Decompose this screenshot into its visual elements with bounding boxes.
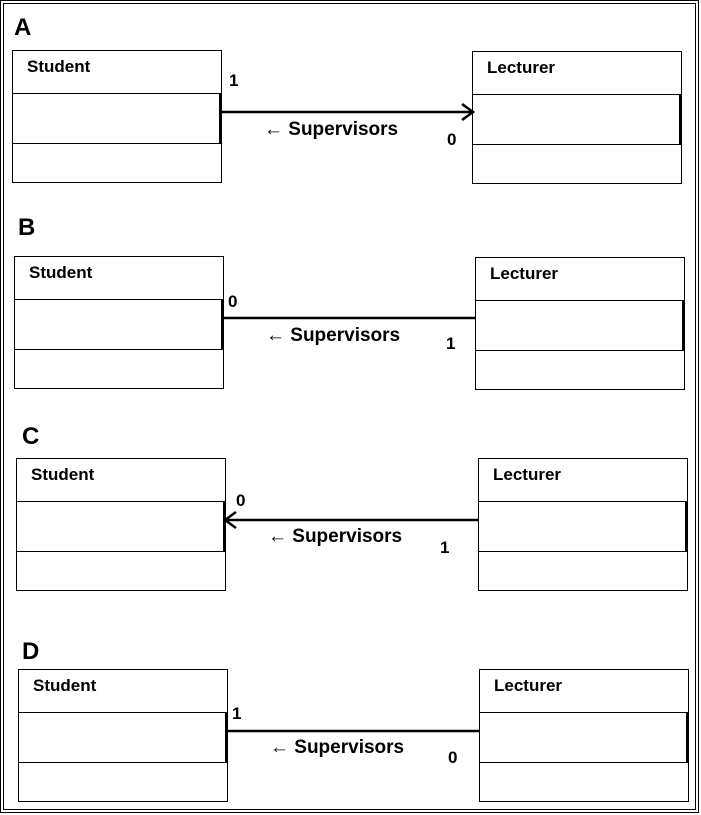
- class-attributes: [476, 301, 684, 351]
- class-attributes: [17, 502, 225, 552]
- class-attributes: [19, 713, 227, 763]
- class-name: Student: [19, 670, 227, 713]
- multiplicity-lecturer-c: 1: [440, 538, 450, 557]
- class-attributes: [15, 300, 223, 350]
- association-label-b: ← Supervisors: [266, 325, 401, 346]
- association-line-c: [222, 510, 478, 530]
- diagram-frame-inner: [3, 3, 696, 810]
- class-attributes: [13, 94, 221, 144]
- student-class-a: Student: [12, 50, 222, 183]
- multiplicity-student-c: 0: [236, 491, 246, 510]
- student-class-d: Student: [18, 669, 228, 802]
- multiplicity-student-b: 0: [228, 292, 238, 311]
- option-label-a: A: [14, 14, 32, 41]
- multiplicity-lecturer-d: 0: [448, 748, 458, 767]
- class-name: Student: [15, 257, 223, 300]
- association-label-c: ← Supervisors: [268, 526, 403, 547]
- class-name: Lecturer: [479, 459, 687, 502]
- class-name: Student: [17, 459, 225, 502]
- multiplicity-student-a: 1: [229, 71, 239, 90]
- arrowhead-icon: [461, 102, 476, 122]
- student-class-b: Student: [14, 256, 224, 389]
- multiplicity-lecturer-a: 0: [447, 130, 457, 149]
- lecturer-class-b: Lecturer: [475, 257, 685, 390]
- multiplicity-lecturer-b: 1: [446, 334, 456, 353]
- class-name: Lecturer: [480, 670, 688, 713]
- lecturer-class-a: Lecturer: [472, 51, 682, 184]
- association-label-a: ← Supervisors: [264, 119, 399, 140]
- class-name: Lecturer: [476, 258, 684, 301]
- option-label-c: C: [22, 423, 40, 450]
- class-name: Lecturer: [473, 52, 681, 95]
- student-class-c: Student: [16, 458, 226, 591]
- option-label-d: D: [22, 638, 40, 665]
- class-attributes: [479, 502, 687, 552]
- multiplicity-student-d: 1: [232, 704, 242, 723]
- class-name: Student: [13, 51, 221, 94]
- lecturer-class-d: Lecturer: [479, 669, 689, 802]
- arrowhead-icon: [222, 510, 237, 530]
- class-attributes: [480, 713, 688, 763]
- option-label-b: B: [18, 214, 36, 241]
- lecturer-class-c: Lecturer: [478, 458, 688, 591]
- class-attributes: [473, 95, 681, 145]
- association-label-d: ← Supervisors: [270, 737, 405, 758]
- association-line-a: [221, 102, 476, 122]
